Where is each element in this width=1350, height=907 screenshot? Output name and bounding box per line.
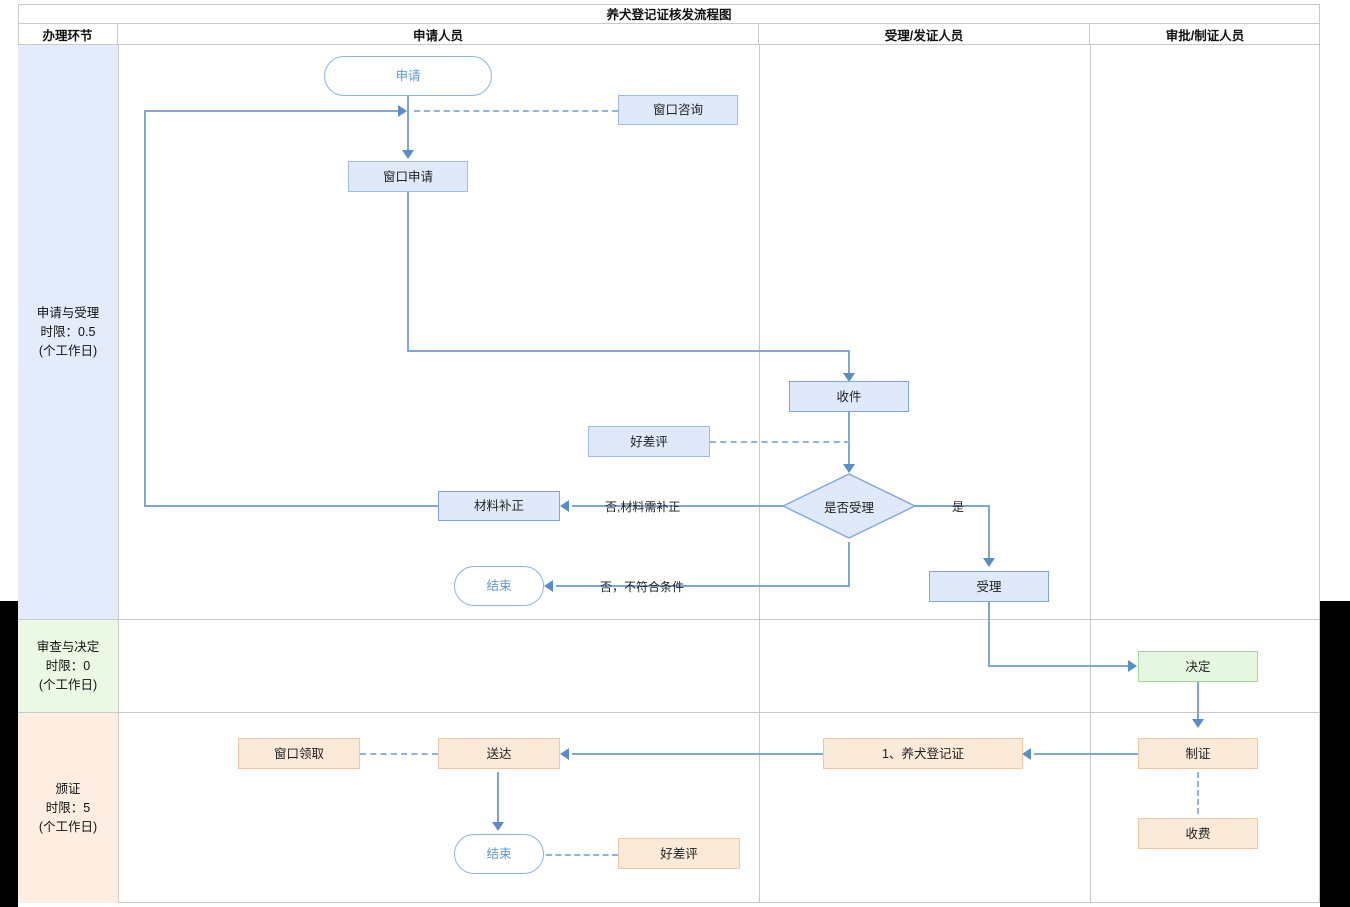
stage-limit: 时限：5 [45, 800, 91, 815]
arrowhead-into-certitem [1022, 748, 1031, 760]
arrowhead-into-end1 [544, 580, 553, 592]
edge-dashed-charge [1197, 772, 1199, 814]
stage-cell-issuance: 颁证 时限：5 (个工作日) [18, 713, 118, 903]
edge-decision-yes-right [906, 505, 989, 507]
stage-unit: (个工作日) [38, 819, 98, 834]
edge-accept-to-decide [988, 665, 1133, 667]
stage-cell-application: 申请与受理 时限：0.5 (个工作日) [18, 45, 118, 619]
node-window-apply[interactable]: 窗口申请 [348, 161, 468, 192]
diamond-icon [782, 473, 916, 539]
node-decision-accept[interactable]: 是否受理 [782, 473, 916, 539]
diagram-title: 养犬登记证核发流程图 [18, 4, 1320, 24]
edge-windowapply-down [407, 192, 409, 352]
column-header-applicant: 申请人员 [118, 24, 759, 45]
stage-limit: 时限：0.5 [40, 324, 96, 339]
arrowhead-into-end2 [492, 822, 504, 831]
node-window-pick[interactable]: 窗口领取 [238, 738, 360, 769]
node-decision-label: 是否受理 [823, 500, 874, 515]
edge-label-no-fix: 否,材料需补正 [605, 500, 681, 514]
arrowhead-into-windowapply [402, 150, 414, 159]
node-start[interactable]: 申请 [324, 56, 492, 96]
edge-fix-up [144, 110, 146, 506]
arrowhead-into-receive [843, 373, 855, 382]
stage-name: 审查与决定 [36, 639, 100, 654]
edge-decision-to-fix [572, 505, 792, 507]
edge-makecert-to-certitem [1034, 753, 1138, 755]
edge-deliver-to-end2 [497, 772, 499, 828]
edge-decision-yes-down [988, 505, 990, 563]
lane-separator-2 [759, 45, 760, 903]
edge-fix-left [144, 505, 439, 507]
node-material-fix[interactable]: 材料补正 [438, 491, 560, 521]
lane-separator-3 [1090, 45, 1091, 903]
stage-cell-review: 审查与决定 时限：0 (个工作日) [18, 620, 118, 712]
arrowhead-into-deliver [560, 748, 569, 760]
edge-decision-no-down [848, 542, 850, 586]
letterbox-bar-left [0, 601, 18, 907]
node-charge[interactable]: 收费 [1138, 818, 1258, 849]
node-review-rating-1[interactable]: 好差评 [588, 426, 710, 457]
edge-dashed-window-query [414, 110, 618, 112]
letterbox-bar-right [1320, 601, 1350, 907]
edge-certitem-to-deliver [572, 753, 823, 755]
arrowhead-fix-into-apply [398, 105, 407, 117]
swimlane-separator-1 [18, 619, 1320, 620]
node-decide[interactable]: 决定 [1138, 651, 1258, 682]
edge-junction-to-windowapply [407, 110, 409, 152]
node-accept[interactable]: 受理 [929, 571, 1049, 602]
node-make-cert[interactable]: 制证 [1138, 738, 1258, 769]
node-receive[interactable]: 收件 [789, 381, 909, 412]
lane-separator-1 [118, 45, 119, 903]
column-header-stage: 办理环节 [18, 24, 118, 45]
edge-dashed-review1 [710, 441, 850, 443]
node-end-1[interactable]: 结束 [454, 566, 544, 606]
stage-name: 申请与受理 [36, 305, 100, 320]
stage-unit: (个工作日) [38, 677, 98, 692]
column-header-acceptor: 受理/发证人员 [759, 24, 1090, 45]
edge-dashed-review2 [546, 854, 618, 856]
arrowhead-into-fix [560, 500, 569, 512]
arrowhead-into-accept [983, 558, 995, 567]
node-deliver[interactable]: 送达 [438, 738, 560, 769]
edge-fix-right [144, 110, 400, 112]
edge-label-no-condition: 否，不符合条件 [600, 580, 685, 594]
edge-windowapply-right [407, 350, 850, 352]
stage-unit: (个工作日) [38, 343, 98, 358]
edge-start-to-junction [407, 96, 409, 114]
arrowhead-into-decision [843, 464, 855, 473]
edge-accept-down [988, 602, 990, 666]
node-window-query[interactable]: 窗口咨询 [618, 95, 738, 125]
edge-label-yes: 是 [952, 500, 965, 514]
arrowhead-into-decide [1128, 660, 1137, 672]
edge-into-receive [848, 350, 850, 378]
node-cert-item[interactable]: 1、养犬登记证 [823, 738, 1023, 769]
edge-decision-no-left [556, 585, 850, 587]
edge-dashed-window-pick [360, 753, 438, 755]
column-header-approver: 审批/制证人员 [1090, 24, 1320, 45]
node-review-rating-2[interactable]: 好差评 [618, 838, 740, 869]
stage-name: 颁证 [55, 781, 81, 796]
stage-limit: 时限：0 [45, 658, 91, 673]
swimlane-separator-2 [18, 712, 1320, 713]
edge-receive-to-decision [848, 412, 850, 468]
edge-decide-to-makecert [1197, 682, 1199, 722]
node-end-2[interactable]: 结束 [454, 834, 544, 874]
arrowhead-into-makecert [1192, 719, 1204, 728]
